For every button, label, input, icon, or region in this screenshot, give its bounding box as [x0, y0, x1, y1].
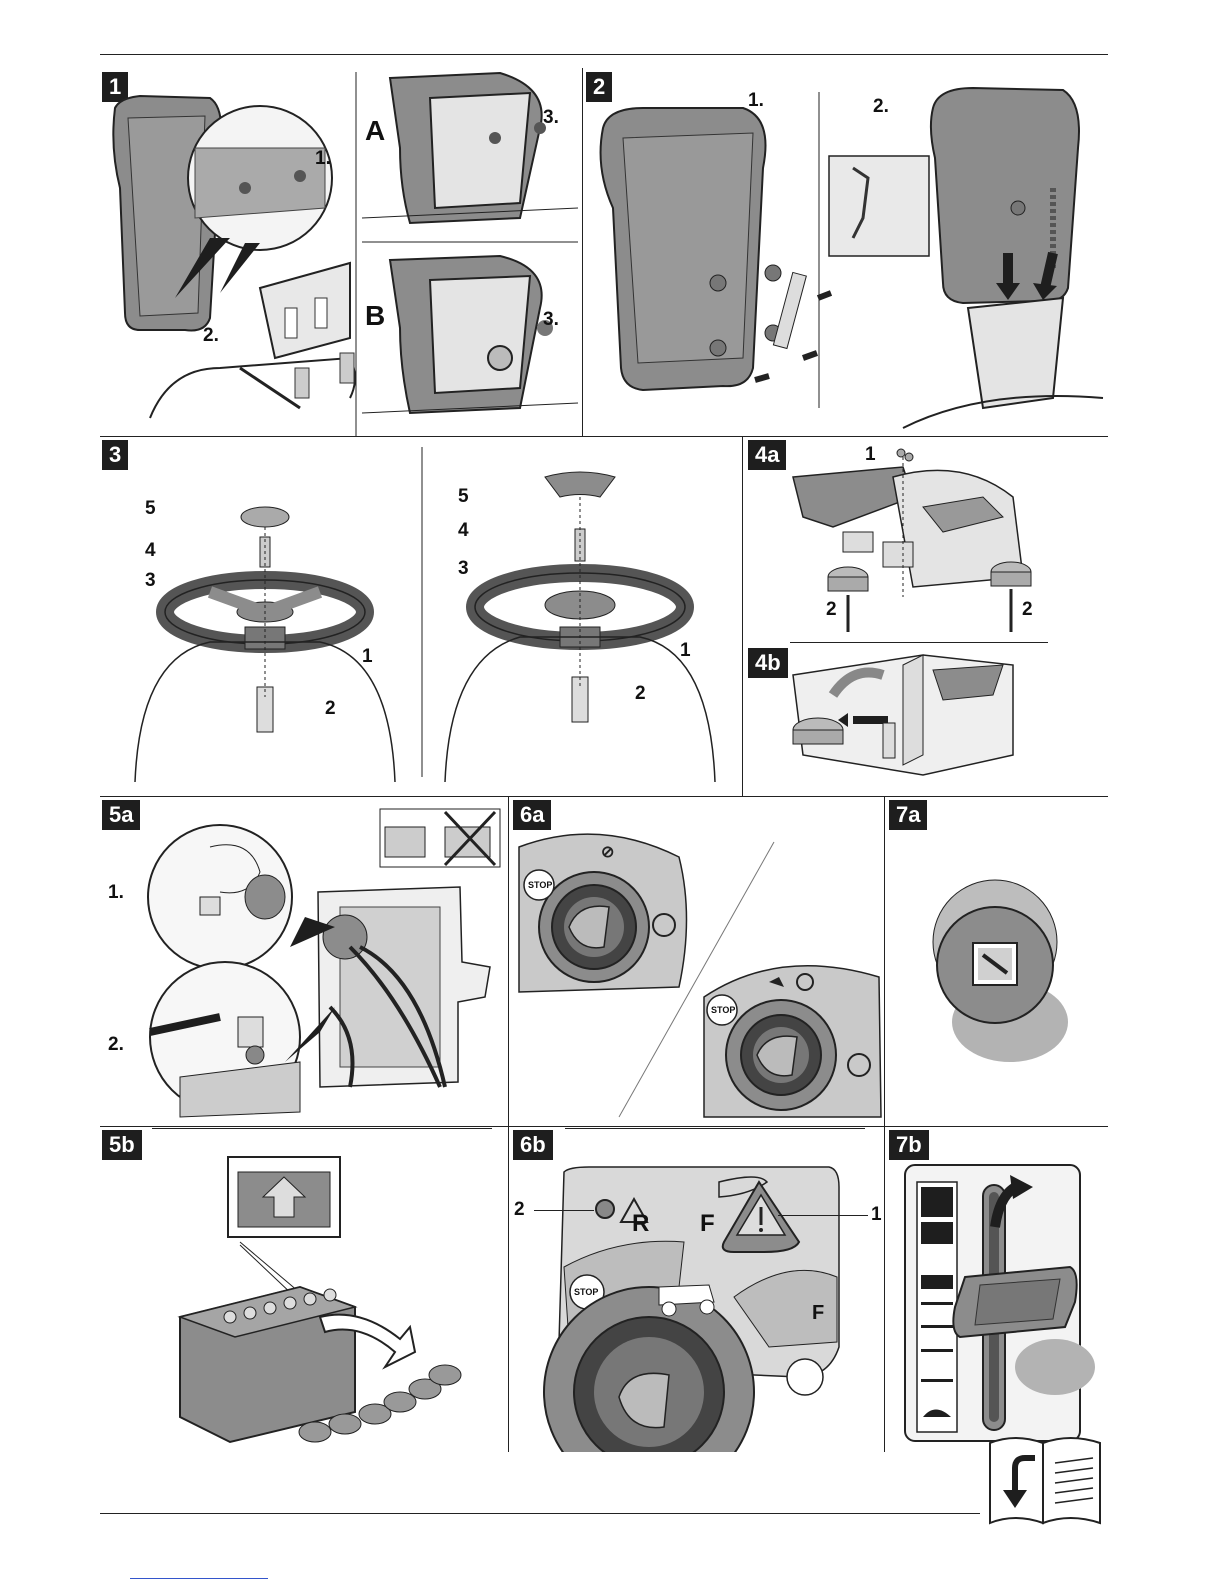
section-5a-illustration [100, 797, 508, 1126]
s1-callout-1: 1. [315, 148, 331, 170]
s3-right-label-4: 4 [458, 520, 469, 542]
s6b-panel-f2: F [812, 1302, 824, 1325]
s1-callout-2: 2. [203, 325, 219, 347]
s6b-leader-2 [534, 1210, 594, 1211]
s6b-panel-r: R [632, 1210, 649, 1238]
section-7b-illustration [885, 1127, 1108, 1452]
s6b-panel-f: F [700, 1210, 715, 1238]
s3-left-label-3: 3 [145, 570, 156, 592]
s5a-step-2: 2. [108, 1034, 124, 1056]
s1-callout-3a: 3. [543, 107, 559, 129]
s6a-stop-icon-1: STOP [528, 880, 552, 890]
s1-callout-3b: 3. [543, 309, 559, 331]
s6b-leader-1 [778, 1215, 868, 1216]
s2-step-2: 2. [873, 96, 889, 118]
s3-left-label-2: 2 [325, 698, 336, 720]
section-6a-illustration: ⊘ [509, 797, 884, 1126]
manual-book-icon [985, 1428, 1105, 1528]
s2-step-1: 1. [748, 90, 764, 112]
section-6b-illustration [509, 1127, 884, 1452]
section-4a-illustration [743, 437, 1108, 642]
s3-right-label-5: 5 [458, 486, 469, 508]
s3-left-label-4: 4 [145, 540, 156, 562]
s3-left-label-5: 5 [145, 498, 156, 520]
section-4b-illustration [743, 645, 1108, 795]
s6b-callout-2: 2 [514, 1199, 525, 1221]
section-3-illustration [100, 437, 742, 796]
s1-variant-b: B [365, 300, 385, 332]
s4a-callout-1: 1 [865, 444, 876, 466]
s3-right-label-3: 3 [458, 558, 469, 580]
s6a-stop-icon-2: STOP [711, 1005, 735, 1015]
s5a-step-1: 1. [108, 882, 124, 904]
top-rule [100, 54, 1108, 55]
s1-variant-a: A [365, 115, 385, 147]
section-5b-illustration [100, 1127, 508, 1452]
s3-right-label-1: 1 [680, 640, 691, 662]
section-7a-illustration [885, 797, 1108, 1126]
bottom-link-underline [130, 1578, 268, 1579]
s4a-callout-2b: 2 [1022, 599, 1033, 621]
s6b-panel-stop: STOP [574, 1287, 598, 1297]
s6b-callout-1: 1 [871, 1204, 882, 1226]
section-1-illustration [100, 68, 582, 436]
bottom-rule [100, 1513, 980, 1514]
s3-right-label-2: 2 [635, 683, 646, 705]
s4-divider [790, 642, 1048, 643]
s4a-callout-2a: 2 [826, 599, 837, 621]
s3-left-label-1: 1 [362, 646, 373, 668]
section-2-illustration [583, 68, 1108, 436]
svg-text:⊘: ⊘ [601, 844, 614, 861]
